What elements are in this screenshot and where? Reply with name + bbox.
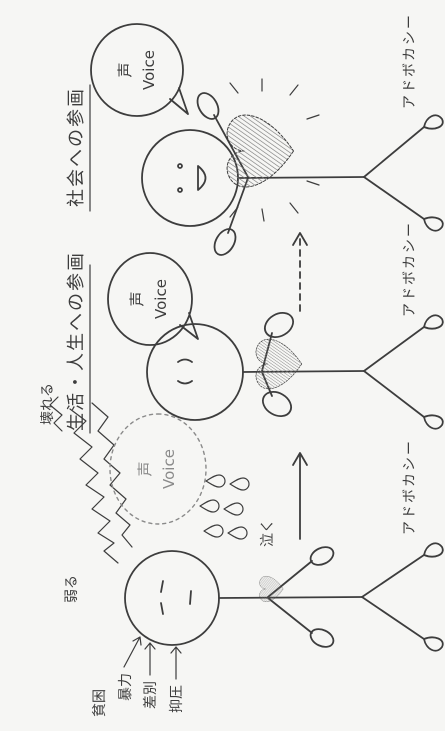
figure-2-heart	[255, 338, 303, 390]
pressure-label: 暴力	[118, 673, 134, 701]
radiance-line	[306, 180, 320, 186]
pressure-arrows	[123, 636, 182, 680]
figure-2-speech-bubble	[107, 252, 193, 346]
progress-arrow-2	[292, 232, 308, 312]
arrow-head	[292, 452, 308, 466]
figure-2-right-hand	[263, 311, 295, 339]
figure-1-right-eye	[160, 580, 164, 593]
figure-1-head	[124, 550, 220, 646]
arrow-head	[292, 232, 308, 246]
figure-1-body	[218, 596, 363, 599]
figure-3-left-eye	[177, 187, 183, 193]
figure-2-advocacy-label: アドボカシー	[402, 221, 418, 317]
pressure-labels: 貧困 暴力 差別 抑圧	[92, 673, 185, 717]
progress-arrow-1	[292, 452, 308, 540]
tear-drop	[205, 474, 226, 488]
pressure-label: 貧困	[92, 689, 108, 717]
figure-1-right-hand	[309, 546, 335, 566]
radiance-line	[229, 82, 239, 94]
cry-label: 泣く	[260, 519, 276, 547]
figure-2-bubble-tail	[179, 312, 199, 340]
figure-2-left-leg	[363, 370, 425, 418]
figure-2-right-foot	[423, 314, 444, 330]
tear-drop	[203, 524, 224, 538]
jagged-cloud-lines	[49, 396, 133, 564]
figure-1-bubble-kanji: 声	[136, 461, 154, 476]
figure-2-right-eye	[177, 358, 193, 363]
figure-3-bubble-word: Voice	[140, 50, 158, 90]
figure-3-bubble-kanji: 声	[116, 62, 134, 77]
pressure-label: 差別	[143, 681, 159, 709]
figure-3-right-foot	[423, 114, 444, 130]
pressure-label: 抑圧	[169, 685, 185, 713]
figure-1-left-foot	[423, 636, 444, 652]
break-label: 壊れる	[40, 383, 56, 425]
figure-3	[90, 23, 444, 256]
social-participation-label: 社会への参画	[66, 87, 87, 207]
figure-3-smile	[197, 165, 207, 191]
jagged-line	[49, 396, 63, 432]
weaken-label: 弱る	[64, 575, 80, 603]
figure-2-left-foot	[423, 414, 444, 430]
radiance-line	[306, 114, 320, 120]
figure-3-speech-bubble	[90, 23, 184, 117]
pressure-arrow	[123, 636, 142, 668]
tear-drop	[223, 502, 244, 516]
figure-1-left-eye	[160, 602, 164, 615]
figure-2	[107, 252, 444, 430]
figure-3-left-foot	[423, 216, 444, 232]
tear-drop	[227, 526, 248, 540]
figure-2-left-eye	[177, 380, 193, 385]
figure-1-left-arm	[267, 597, 313, 634]
jagged-line	[69, 408, 119, 564]
figure-3-left-leg	[363, 176, 425, 220]
radiance-line	[261, 208, 265, 222]
radiance-line	[289, 202, 299, 214]
figure-1	[109, 413, 444, 652]
figure-3-heart	[226, 114, 294, 188]
jagged-line	[91, 402, 133, 548]
figure-3-right-hand	[196, 92, 220, 120]
figure-1-right-foot	[423, 542, 444, 558]
heart-radiance-lines	[229, 78, 320, 222]
figure-3-head	[141, 129, 239, 227]
figure-2-bubble-word: Voice	[152, 279, 170, 319]
figure-1-left-leg	[361, 596, 425, 640]
figure-2-right-leg	[363, 326, 425, 372]
figure-3-advocacy-label: アドボカシー	[402, 13, 418, 109]
figure-1-right-leg	[361, 554, 425, 598]
figure-3-bubble-tail	[169, 87, 189, 115]
tear-drop	[199, 499, 220, 513]
figure-3-right-eye	[177, 163, 183, 169]
tear-drops	[199, 474, 250, 540]
radiance-line	[289, 84, 299, 96]
tear-drop	[229, 477, 250, 491]
figure-3-right-leg	[363, 126, 425, 178]
pressure-arrow	[144, 642, 156, 676]
figure-1-left-hand	[309, 628, 335, 648]
figure-1-faint-speech-bubble	[109, 413, 207, 525]
life-participation-label: 生活・人生への参画	[66, 251, 87, 431]
figure-3-left-hand	[213, 228, 237, 256]
figure-1-mouth	[189, 590, 192, 605]
figure-2-head	[146, 323, 244, 421]
figure-1-advocacy-label: アドボカシー	[402, 439, 418, 535]
radiance-line	[229, 206, 239, 218]
figure-2-bubble-kanji: 声	[128, 291, 146, 306]
figure-1-bubble-word: Voice	[160, 449, 178, 489]
figure-2-left-hand	[261, 390, 293, 418]
pressure-arrow	[170, 646, 182, 680]
